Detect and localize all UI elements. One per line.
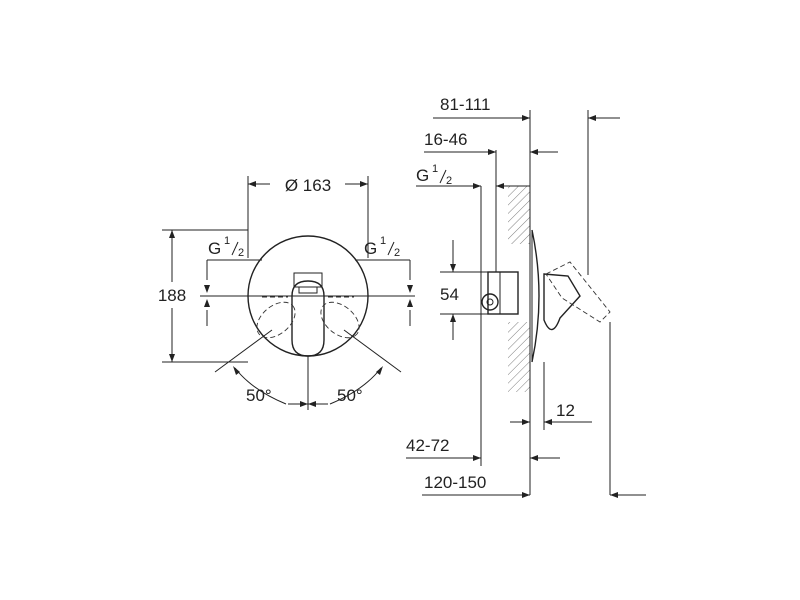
g-left-num: 1 [224, 235, 230, 247]
dim-120-150: 120-150 [424, 473, 486, 492]
diameter-label: Ø 163 [285, 176, 331, 195]
g-left-main: G [208, 239, 221, 258]
g-right-num: 1 [380, 235, 386, 247]
front-view: Ø 163 188 G 1 2 G 1 2 [158, 176, 415, 410]
handle-slot [298, 286, 318, 294]
ghost-handle-left [256, 301, 296, 339]
handle-base [293, 272, 323, 288]
g-right-den: 2 [394, 247, 400, 259]
dim-16-46: 16-46 [424, 130, 467, 149]
angle-right-label: 50° [337, 386, 363, 405]
valve-port [481, 293, 499, 311]
lever-handle [291, 280, 325, 357]
g-side-num: 1 [432, 163, 438, 175]
g-side-main: G [416, 166, 429, 185]
dim-42-72: 42-72 [406, 436, 449, 455]
g-left-den: 2 [238, 247, 244, 259]
g-side-den: 2 [446, 175, 452, 187]
dim-12: 12 [556, 401, 575, 420]
ghost-handle-right [320, 301, 360, 339]
valve-body [487, 271, 519, 315]
angle-left-label: 50° [246, 386, 272, 405]
g-right-main: G [364, 239, 377, 258]
lever-side [543, 273, 581, 331]
height-label: 188 [158, 286, 186, 305]
dim-54: 54 [440, 285, 459, 304]
wall-hatch-bottom [508, 322, 530, 392]
dim-81-111: 81-111 [440, 95, 490, 114]
lever-side-ghost [545, 261, 611, 323]
side-view: 81-111 16-46 G 1 2 54 12 [406, 95, 646, 498]
cover-plate-side [531, 229, 540, 363]
wall-hatch-top [508, 186, 530, 244]
